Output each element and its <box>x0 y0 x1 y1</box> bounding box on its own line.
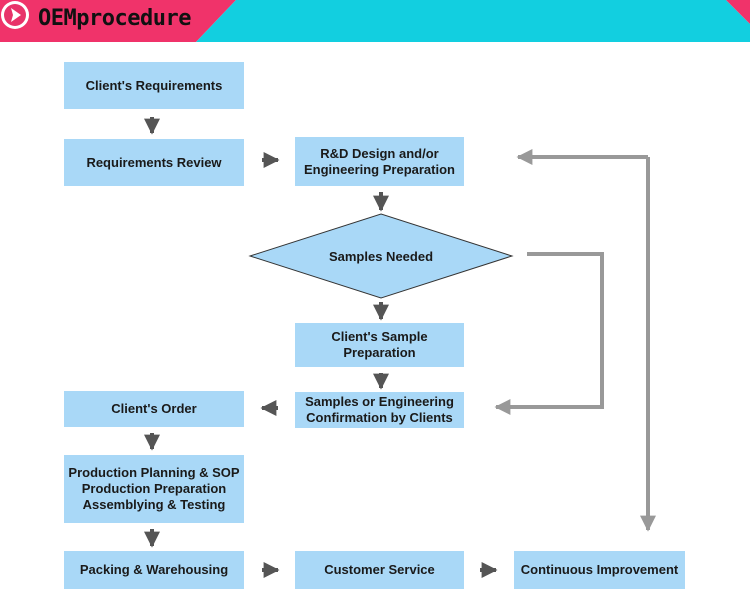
node-packing: Packing & Warehousing <box>64 551 244 589</box>
node-customer-service: Customer Service <box>295 551 464 589</box>
node-rd-design: R&D Design and/or Engineering Preparatio… <box>295 137 464 186</box>
node-continuous-improvement: Continuous Improvement <box>514 551 685 589</box>
node-samples-needed: Samples Needed <box>328 248 434 264</box>
node-clients-order: Client's Order <box>64 391 244 427</box>
node-sample-preparation: Client's Sample Preparation <box>295 323 464 367</box>
header-background <box>0 0 750 42</box>
node-samples-confirmation: Samples or Engineering Confirmation by C… <box>295 392 464 428</box>
node-requirements-review: Requirements Review <box>64 139 244 186</box>
arrow-samples-loop <box>494 252 604 415</box>
header-title: OEMprocedure <box>38 6 191 31</box>
header-banner: OEMprocedure <box>0 0 750 42</box>
play-arrow-icon <box>1 1 29 29</box>
node-production: Production Planning & SOP Production Pre… <box>64 455 244 523</box>
samples-needed-diamond <box>248 213 514 299</box>
header-pink-corner <box>726 0 750 24</box>
node-clients-requirements: Client's Requirements <box>64 62 244 109</box>
header-cyan-band <box>196 0 750 42</box>
header-pink-band <box>0 0 236 42</box>
